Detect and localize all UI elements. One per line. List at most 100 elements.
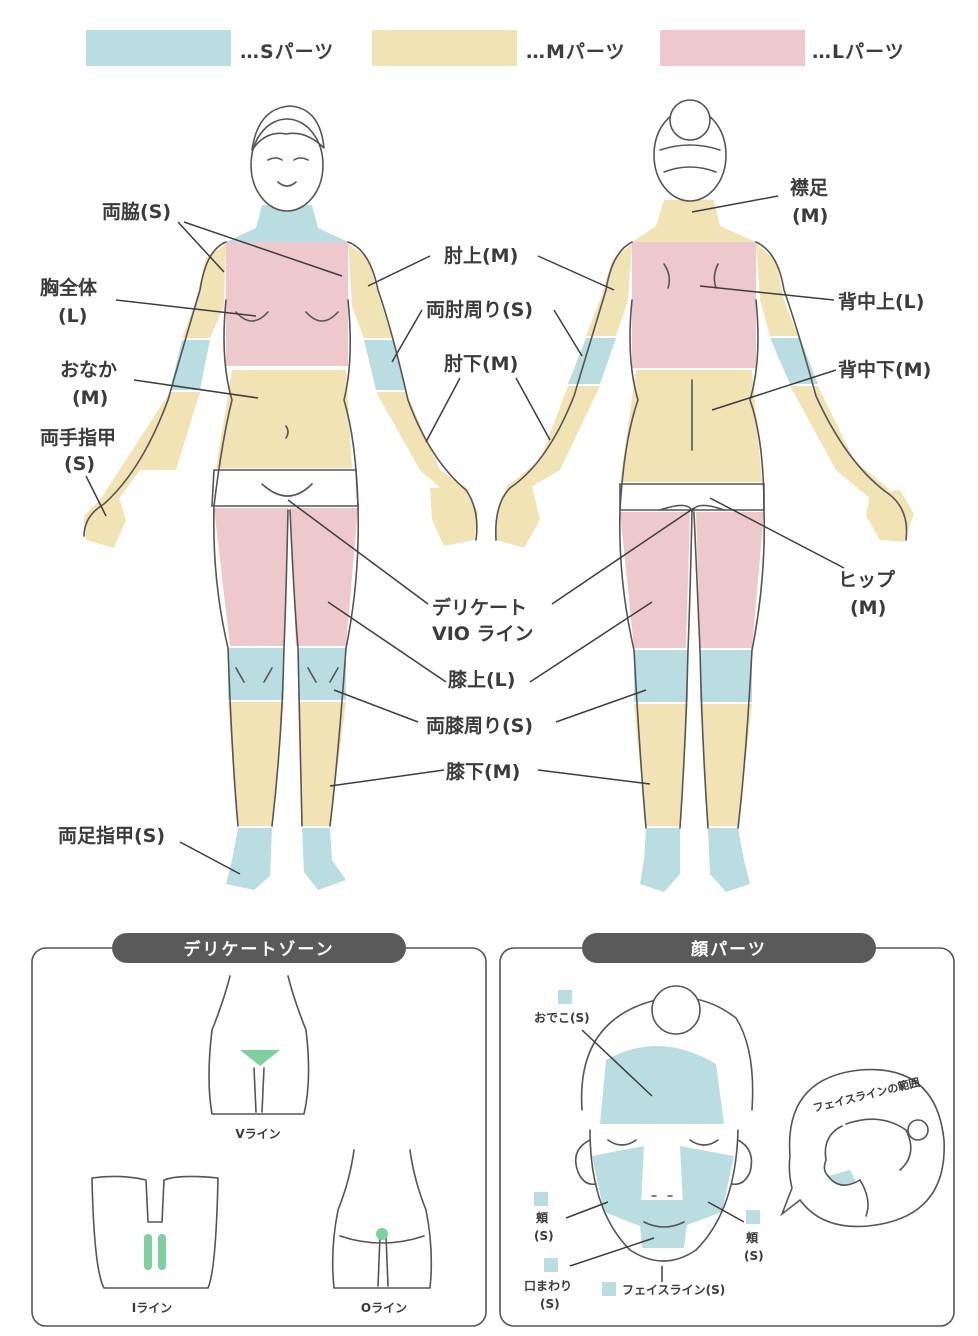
- face-mouth-zone: [638, 1200, 690, 1248]
- front-figure: [83, 105, 478, 890]
- o-line-mark: [376, 1228, 388, 1240]
- label-senakashita: 背中下(M): [838, 358, 931, 381]
- face-cheek-right-zone: [680, 1146, 734, 1226]
- back-left-forearm: [510, 386, 600, 490]
- back-left-shin: [634, 704, 688, 826]
- front-right-shin: [298, 702, 346, 826]
- o-line-figure: [331, 1149, 433, 1289]
- front-left-foot: [226, 828, 272, 890]
- front-left-knee: [228, 648, 284, 700]
- back-left-thigh: [620, 512, 690, 648]
- back-right-foot: [708, 828, 750, 892]
- back-left-foot: [640, 828, 680, 892]
- front-right-elbow: [364, 340, 406, 390]
- back-labels: 襟足 (M) 背中上(L) 背中下(M) ヒップ (M): [790, 176, 931, 619]
- front-hair: [251, 105, 325, 151]
- i-line-figure: [91, 1175, 219, 1289]
- marker-faceline: [602, 1282, 616, 1296]
- back-upper-zone: [632, 242, 756, 368]
- legend-swatch-m: [372, 30, 517, 66]
- v-line-label: Vライン: [235, 1127, 280, 1141]
- label-odeko: おでこ(S): [534, 1011, 590, 1025]
- faceline-inset-bubble: [780, 1068, 945, 1228]
- label-mune-1: 胸全体: [40, 276, 98, 299]
- label-hoho-left-1: 頬: [536, 1210, 549, 1225]
- label-ashinail: 両足指甲(S): [58, 825, 165, 847]
- front-labels: 両脇(S) 胸全体 (L) おなか (M) 両手指甲 (S) 両足指甲(S): [40, 200, 171, 847]
- back-left-hand: [496, 484, 540, 548]
- back-left-elbow: [568, 338, 616, 384]
- back-right-forearm: [790, 386, 890, 500]
- back-neck-zone: [632, 200, 756, 242]
- label-hip-2: (M): [850, 597, 886, 619]
- label-faceline: フェイスライン(S): [622, 1283, 725, 1297]
- label-hijishita: 肘下(M): [444, 353, 518, 375]
- label-hoho-right-2: (S): [744, 1249, 764, 1263]
- front-chest-zone: [226, 242, 348, 366]
- legend-label-l: …Lパーツ: [812, 41, 905, 63]
- front-right-hand: [430, 486, 478, 546]
- back-right-upperarm: [756, 244, 798, 336]
- i-line-mark-left: [144, 1234, 152, 1270]
- label-eriashi-1: 襟足: [790, 176, 829, 199]
- back-right-knee: [700, 650, 752, 702]
- legend: …Sパーツ …Mパーツ …Lパーツ: [0, 30, 978, 70]
- label-hip-1: ヒップ: [838, 568, 896, 591]
- i-line-label: Iライン: [132, 1301, 172, 1315]
- back-hair-bun: [669, 99, 711, 141]
- label-onaka-1: おなか: [60, 359, 117, 381]
- front-belly-zone: [216, 370, 352, 468]
- legend-label-m: …Mパーツ: [526, 41, 626, 63]
- label-vio-2: VIO ライン: [432, 623, 534, 645]
- face-hair-bun: [651, 985, 701, 1035]
- face-parts-panel: 顔パーツ おでこ(S) 頬 (S) 頬 (S) 口まわり (S) フェイスライン…: [499, 933, 955, 1327]
- label-mune-2: (L): [58, 305, 87, 327]
- front-left-shin: [228, 702, 284, 826]
- face-cheek-left-zone: [592, 1146, 644, 1226]
- back-right-shin: [700, 704, 752, 826]
- front-right-forearm: [376, 392, 470, 500]
- legend-swatch-s: [86, 30, 231, 66]
- face-outline: [589, 1129, 739, 1262]
- legend-label-s: …Sパーツ: [240, 41, 335, 63]
- label-hoho-left-2: (S): [534, 1229, 554, 1243]
- front-right-thigh: [290, 508, 358, 646]
- front-left-forearm: [100, 392, 200, 500]
- label-kuchi-1: 口まわり: [524, 1279, 572, 1293]
- marker-odeko: [558, 990, 572, 1004]
- label-hizamawari: 両膝周り(S): [426, 714, 533, 737]
- front-hip-band: [211, 469, 359, 507]
- front-left-elbow: [170, 340, 210, 390]
- front-head: [250, 118, 324, 212]
- leader-lines: [85, 195, 845, 875]
- front-right-foot: [302, 828, 346, 890]
- face-parts-title: 顔パーツ: [690, 939, 767, 960]
- label-vio-1: デリケート: [432, 596, 527, 619]
- center-labels: 肘上(M) 両肘周り(S) 肘下(M) デリケート VIO ライン 膝上(L) …: [426, 245, 534, 783]
- back-right-thigh: [696, 512, 764, 648]
- label-hizaue: 膝上(L): [448, 668, 515, 691]
- label-tenail-2: (S): [64, 453, 95, 475]
- front-left-hand: [84, 500, 126, 548]
- front-right-upperarm: [348, 244, 392, 338]
- marker-hoho-left: [534, 1192, 548, 1206]
- legend-swatch-l: [660, 30, 805, 66]
- i-line-mark-right: [158, 1234, 166, 1270]
- label-hizashita: 膝下(M): [446, 760, 520, 783]
- label-senakaue: 背中上(L): [838, 290, 924, 313]
- face-parts-pill: [582, 933, 876, 963]
- inset-faceline-zone: [828, 1170, 856, 1185]
- label-hijimawari: 両肘周り(S): [426, 299, 533, 321]
- back-figure: [494, 99, 914, 892]
- o-line-label: Oライン: [361, 1301, 407, 1315]
- label-waki: 両脇(S): [102, 200, 171, 223]
- label-hijiue: 肘上(M): [444, 245, 518, 267]
- v-line-mark: [240, 1050, 280, 1066]
- back-right-elbow: [770, 338, 818, 384]
- marker-hoho-right: [746, 1210, 760, 1224]
- back-lower-zone: [620, 370, 762, 482]
- label-eriashi-2: (M): [792, 205, 828, 227]
- delicate-zone-panel: デリケートゾーン Vライン Iライン Oライン: [31, 933, 487, 1327]
- v-line-figure: [208, 975, 310, 1115]
